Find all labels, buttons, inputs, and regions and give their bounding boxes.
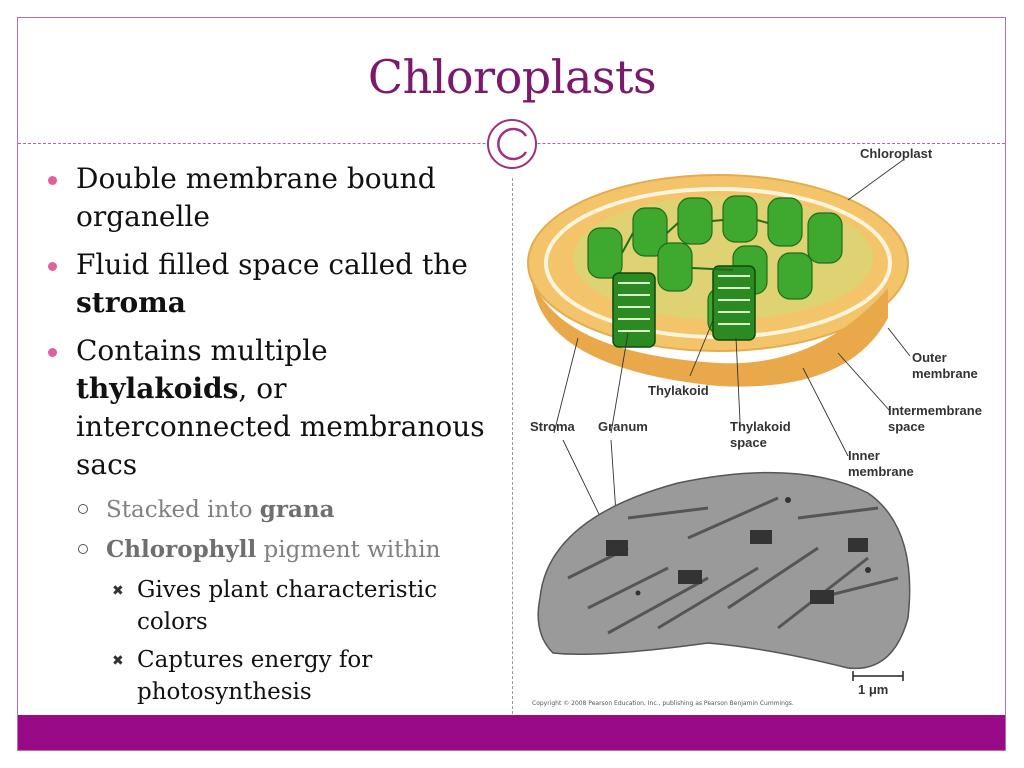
sub-sub-bullet-text: Captures energy for photosynthesis <box>137 647 373 705</box>
chloroplast-diagram <box>527 159 911 681</box>
sub-sub-bullet-colors: ✖ Gives plant characteristic colors <box>40 574 505 638</box>
micrograph-granules <box>606 497 871 604</box>
copyright-notice: Copyright © 2008 Pearson Education, Inc.… <box>532 700 794 707</box>
bottom-accent-bar <box>18 715 1005 750</box>
bullet-text: , or interconnected membranous sacs <box>76 372 485 481</box>
cross-bullet-icon: ✖ <box>112 583 124 599</box>
bullet-thylakoids: Contains multiple thylakoids, or interco… <box>40 332 505 484</box>
label-intermembrane-space: Intermembrane space <box>888 403 982 434</box>
chloroplast-3d-illustration <box>527 174 909 387</box>
bullet-dot <box>48 262 57 271</box>
label-inner-membrane: Inner membrane <box>848 448 914 479</box>
chloroplast-figure: Chloroplast Outer membrane Intermembrane… <box>518 138 998 713</box>
bullet-bold-term: thylakoids <box>76 372 239 405</box>
bullet-list: Double membrane bound organelle Fluid fi… <box>40 160 505 714</box>
hollow-circle-bullet-icon <box>78 504 88 514</box>
bullet-bold-term: stroma <box>76 286 186 319</box>
slide-frame <box>17 17 1006 751</box>
bullet-text: Double membrane bound organelle <box>76 162 436 233</box>
electron-micrograph <box>537 471 911 681</box>
sub-bullet-chlorophyll: Chlorophyll pigment within <box>40 534 505 566</box>
sub-bullet-bold-term: Chlorophyll <box>106 536 257 563</box>
label-thylakoid: Thylakoid <box>648 383 709 398</box>
scale-bar <box>852 671 904 681</box>
bullet-text: Fluid filled space called the <box>76 248 468 281</box>
bullet-stroma: Fluid filled space called the stroma <box>40 246 505 322</box>
label-scale: 1 μm <box>858 682 889 697</box>
column-separator <box>512 178 513 714</box>
bullet-dot <box>48 348 57 357</box>
label-granum: Granum <box>598 419 648 434</box>
hollow-circle-bullet-icon <box>78 544 88 554</box>
label-stroma: Stroma <box>530 419 575 434</box>
decorative-ring-icon <box>487 119 537 169</box>
sub-sub-bullet-energy: ✖ Captures energy for photosynthesis <box>40 644 505 708</box>
bullet-dot <box>48 176 57 185</box>
slide-title: Chloroplasts <box>367 50 657 104</box>
sub-bullet-text: pigment within <box>256 537 441 563</box>
bullet-double-membrane: Double membrane bound organelle <box>40 160 505 236</box>
sub-bullet-text: Stacked into <box>106 497 260 523</box>
sub-bullet-bold-term: grana <box>259 496 335 523</box>
label-chloroplast: Chloroplast <box>860 146 933 161</box>
sub-bullet-grana: Stacked into grana <box>40 494 505 526</box>
cross-bullet-icon: ✖ <box>112 653 124 669</box>
label-thylakoid-space: Thylakoid space <box>730 419 791 450</box>
label-outer-membrane: Outer membrane <box>912 350 978 381</box>
bullet-text: Contains multiple <box>76 334 328 367</box>
sub-sub-bullet-text: Gives plant characteristic colors <box>137 577 438 635</box>
